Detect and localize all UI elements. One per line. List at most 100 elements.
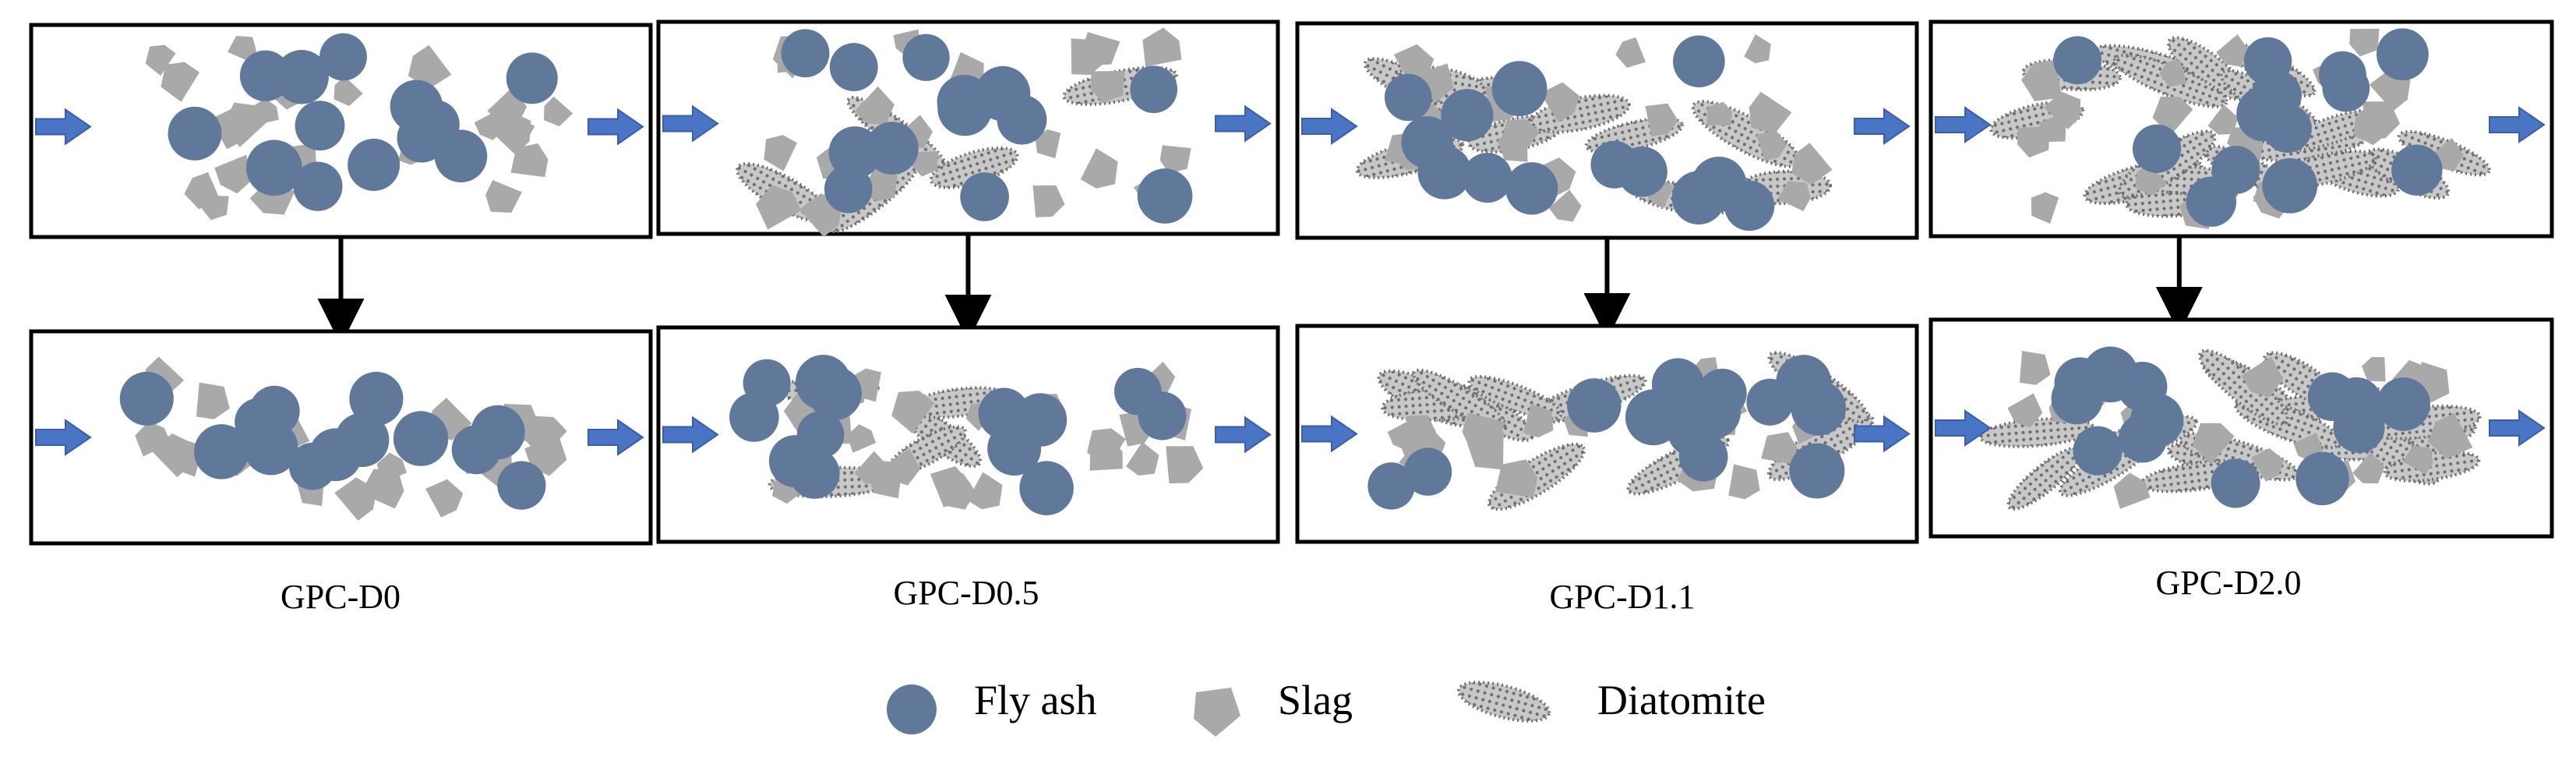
slag-particle	[764, 135, 798, 172]
fly-ash-particle	[2073, 426, 2123, 476]
fly-ash-particle	[2377, 377, 2430, 431]
fly-ash-particle	[1462, 153, 1512, 203]
slag-particle	[2038, 115, 2066, 143]
slag-particle	[2043, 91, 2081, 129]
fly-ash-particle	[245, 140, 302, 196]
fly-ash-particle	[978, 387, 1030, 440]
slag-particle	[1090, 70, 1125, 104]
panel-bottom-2	[1295, 324, 1919, 544]
slag-particle	[1548, 189, 1582, 222]
fly-ash-particle	[349, 371, 404, 426]
legend-slag-icon	[1194, 688, 1240, 737]
flow-out-arrow-icon	[1215, 416, 1272, 454]
slag-particle	[854, 451, 889, 485]
fly-ash-particle	[789, 448, 840, 499]
slag-particle	[425, 479, 464, 518]
slag-particle	[2113, 472, 2151, 509]
slag-particle	[543, 96, 573, 126]
panel-top-2	[1295, 21, 1919, 240]
slag-particle	[135, 421, 171, 457]
fly-ash-particle	[2132, 124, 2182, 173]
slag-particle	[2402, 445, 2433, 475]
slag-particle	[360, 469, 404, 509]
slag-particle	[145, 44, 176, 76]
fly-ash-particle	[795, 355, 851, 411]
slag-particle	[334, 477, 377, 521]
fly-ash-particle	[506, 52, 558, 104]
slag-particle	[912, 150, 938, 177]
flow-in-arrow-icon	[1301, 108, 1358, 145]
slag-particle	[196, 382, 230, 419]
fly-ash-particle	[960, 172, 1009, 221]
fly-ash-particle	[393, 411, 449, 466]
fly-ash-particle	[2243, 37, 2292, 86]
fly-ash-particle	[410, 100, 460, 150]
fly-ash-particle	[1019, 461, 1074, 515]
slag-particle	[1645, 103, 1678, 137]
flow-in-arrow-icon	[1301, 415, 1358, 453]
slag-particle	[756, 185, 802, 230]
fly-ash-particle	[2322, 64, 2370, 112]
slag-particle	[1035, 129, 1061, 159]
slag-particle	[2352, 452, 2385, 484]
slag-particle	[523, 416, 567, 458]
slag-particle	[967, 472, 1003, 510]
slag-particle	[408, 44, 452, 90]
fly-ash-particle	[1746, 378, 1794, 426]
slag-particle	[2159, 58, 2187, 87]
flow-out-arrow-icon	[2489, 106, 2546, 143]
slag-particle	[1615, 37, 1646, 68]
fly-ash-particle	[1505, 162, 1558, 215]
legend-diatomite-icon	[1456, 681, 1551, 723]
slag-particle	[2216, 34, 2250, 67]
fly-ash-particle	[2051, 373, 2103, 425]
fly-ash-particle	[274, 50, 329, 104]
slag-particle	[1749, 91, 1792, 134]
slag-particle	[1761, 432, 1798, 465]
panel-label-gpc-d2-0: GPC-D2.0	[2155, 564, 2301, 602]
fly-ash-particle	[1401, 116, 1454, 168]
slag-particle	[1166, 446, 1204, 484]
fly-ash-particle	[239, 50, 291, 101]
panel-label-gpc-d1-1: GPC-D1.1	[1549, 578, 1695, 616]
fly-ash-particle	[2377, 28, 2429, 81]
slag-particle	[2007, 393, 2043, 428]
fly-ash-particle	[119, 371, 174, 426]
fly-ash-particle	[319, 33, 367, 81]
flow-in-arrow-icon	[35, 108, 92, 146]
slag-particle	[485, 179, 522, 213]
slag-particle	[1777, 181, 1811, 211]
slag-particle	[1089, 438, 1123, 471]
fly-ash-particle	[293, 161, 343, 211]
slag-particle	[883, 448, 921, 486]
fly-ash-particle	[1673, 35, 1725, 88]
slag-particle	[2241, 356, 2284, 398]
flow-out-arrow-icon	[588, 108, 644, 146]
fly-ash-particle	[1491, 61, 1547, 117]
fly-ash-particle	[1403, 447, 1452, 496]
slag-particle	[1791, 143, 1833, 185]
fly-ash-particle	[729, 392, 779, 442]
slag-particle	[2427, 413, 2473, 459]
fly-ash-particle	[1625, 389, 1681, 446]
panel-label-gpc-d0: GPC-D0	[281, 578, 401, 616]
fly-ash-particle	[168, 106, 222, 161]
fly-ash-particle	[866, 122, 919, 175]
slag-particle	[1728, 464, 1760, 500]
fly-ash-particle	[829, 43, 878, 91]
panel-top-0	[29, 23, 653, 239]
fly-ash-particle	[1687, 385, 1741, 439]
slag-particle	[209, 108, 249, 150]
fly-ash-particle	[2391, 144, 2443, 196]
flow-out-arrow-icon	[1854, 415, 1911, 453]
panel-top-3	[1928, 19, 2554, 239]
flow-out-arrow-icon	[1215, 104, 1272, 143]
flow-in-arrow-icon	[1935, 409, 1992, 447]
slag-particle	[1523, 403, 1554, 438]
flow-out-arrow-icon	[588, 419, 644, 456]
flow-in-arrow-icon	[662, 104, 719, 143]
slag-particle	[510, 143, 549, 178]
fly-ash-particle	[295, 101, 345, 151]
slag-particle	[1032, 185, 1065, 218]
